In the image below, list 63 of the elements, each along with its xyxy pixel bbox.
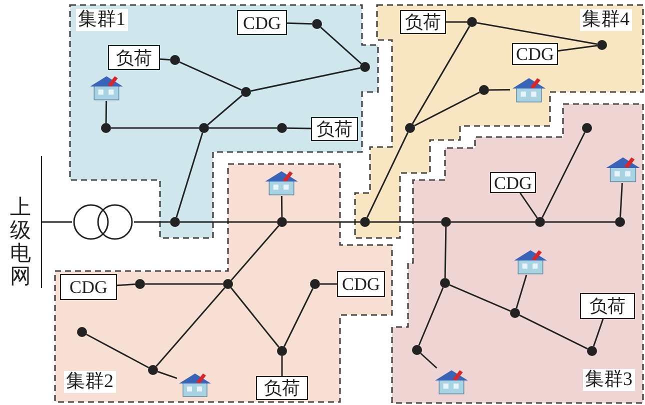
label-box: 负荷 (256, 376, 308, 400)
power-line (86, 334, 149, 368)
power-line (320, 283, 337, 285)
power-line (286, 22, 312, 25)
power-line (476, 22, 598, 45)
power-line (520, 192, 538, 218)
power-line (545, 221, 615, 223)
power-line (230, 225, 280, 281)
power-line (250, 67, 360, 92)
power-line (519, 314, 588, 350)
power-line (284, 288, 314, 347)
power-line (105, 100, 108, 124)
power-line (160, 58, 170, 60)
power-line (444, 226, 447, 278)
label-box: 负荷 (108, 45, 160, 70)
cluster-region (392, 104, 643, 403)
label-box: CDG (512, 43, 558, 65)
power-line (207, 94, 243, 126)
power-line (418, 287, 444, 346)
power-line (42, 221, 72, 223)
power-line (230, 287, 280, 348)
label-box: CDG (490, 172, 536, 193)
power-line (176, 132, 204, 218)
power-line (209, 127, 277, 129)
cluster-label: 集群1 (76, 9, 128, 31)
grid-label: 上级电网 (6, 156, 42, 288)
power-line (145, 283, 223, 285)
power-line (287, 221, 360, 223)
power-line (116, 284, 136, 286)
power-line (157, 370, 178, 379)
power-line (179, 61, 242, 91)
power-line (134, 221, 170, 223)
label-box: CDG (60, 274, 117, 300)
cluster-label: 集群2 (64, 371, 116, 393)
power-line (280, 196, 283, 217)
power-line (516, 274, 528, 308)
label-box: CDG (337, 271, 385, 297)
power-line (320, 26, 362, 64)
power-line (446, 21, 467, 23)
power-line (156, 287, 226, 367)
label-box: CDG (237, 10, 287, 35)
power-line (414, 92, 480, 126)
power-line (558, 44, 598, 52)
power-line (542, 132, 586, 218)
power-line (281, 356, 283, 376)
power-line (111, 127, 199, 129)
power-line (449, 284, 511, 312)
power-line (370, 221, 441, 223)
power-line (286, 127, 312, 130)
label-box: 负荷 (311, 117, 358, 141)
power-line (592, 318, 604, 347)
power-line (451, 221, 535, 223)
power-line (489, 88, 510, 91)
power-line (420, 352, 438, 369)
label-box: 负荷 (400, 10, 446, 34)
cluster-region (55, 164, 392, 402)
cluster-label: 集群4 (580, 9, 632, 31)
label-box: 负荷 (580, 293, 635, 319)
power-line (366, 132, 409, 218)
power-line (412, 26, 470, 124)
cluster-label: 集群3 (583, 369, 634, 391)
power-line (620, 182, 623, 218)
power-line (180, 221, 277, 223)
